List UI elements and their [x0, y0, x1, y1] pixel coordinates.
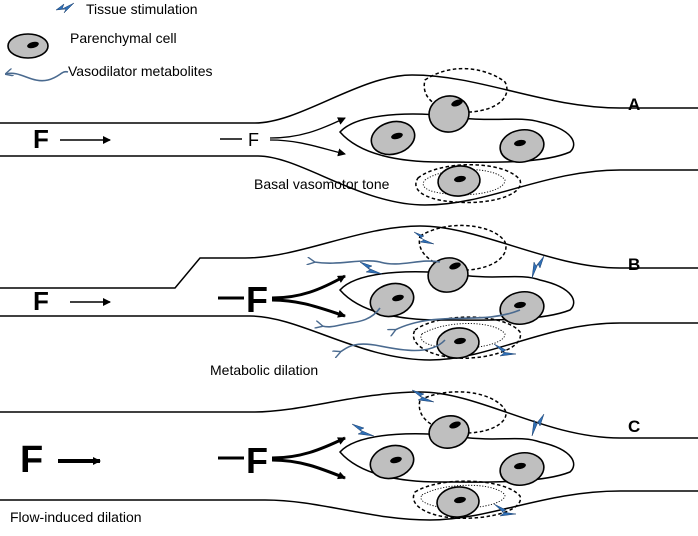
legend: Tissue stimulation Parenchymal cell Vaso… [6, 1, 212, 82]
panel-letter: A [628, 95, 640, 114]
parenchymal-cell [437, 165, 481, 197]
tissue-stimulation-icon [413, 231, 435, 245]
flow-in-label: F [33, 124, 49, 154]
flow-branch-up [269, 117, 346, 139]
dotted-capillary-bottom [420, 484, 506, 509]
flow-branch-down [271, 298, 346, 318]
tissue-stimulation-icon [493, 503, 517, 517]
dashed-capillary-bottom [415, 164, 522, 204]
tissue-stimulation-icon [351, 423, 375, 437]
vessel-lower-wall [0, 155, 698, 206]
parenchymal-cell [436, 486, 480, 518]
panel-caption: Basal vasomotor tone [254, 176, 390, 192]
panel-caption: Flow-induced dilation [10, 509, 142, 525]
panel-b: F F B Metabolic dilation [0, 224, 698, 378]
flow-out-label: F [248, 130, 259, 150]
parenchymal-cell [369, 444, 415, 480]
panel-letter: B [628, 255, 640, 274]
parenchymal-cell [369, 282, 415, 318]
flow-branch-down [271, 458, 346, 480]
panel-c: F F C Flow-induced dilation [0, 389, 698, 525]
dashed-capillary-bottom [412, 480, 522, 519]
parenchymal-cell [370, 120, 416, 156]
legend-parenchymal-cell: Parenchymal cell [70, 30, 177, 46]
vessel-lower-wall [0, 315, 698, 361]
vasodilator-metabolite-path [340, 339, 446, 352]
vessel-upper-wall [0, 391, 698, 439]
legend-tissue-stimulation: Tissue stimulation [86, 1, 198, 17]
vessel-upper-wall [0, 74, 698, 124]
dashed-capillary-bottom [412, 316, 522, 359]
panel-caption: Metabolic dilation [210, 362, 318, 378]
parenchymal-cell [499, 290, 545, 326]
tissue-stimulation-icon [493, 343, 517, 357]
parenchymal-cell [499, 451, 545, 487]
vessel-upper-wall [0, 225, 698, 289]
tissue-stimulation-icon [411, 389, 435, 403]
parenchymal-cell-icon [7, 33, 49, 59]
flow-in-label: F [33, 286, 49, 316]
vasodilator-metabolite-path [322, 307, 381, 327]
parenchymal-cell [428, 415, 470, 449]
flow-branch-up [271, 274, 346, 300]
parenchymal-cell [427, 257, 469, 293]
legend-vasodilator-metabolites: Vasodilator metabolites [68, 63, 212, 79]
parenchymal-cell [499, 128, 545, 164]
dotted-capillary-bottom [420, 323, 506, 349]
panel-letter: C [628, 417, 640, 436]
parenchymal-cell [436, 327, 480, 359]
tissue-stimulation-icon [531, 255, 545, 279]
tissue-stimulation-icon [359, 261, 383, 275]
flow-out-label: F [246, 440, 268, 481]
flow-out-label: F [246, 279, 268, 320]
vasodilator-metabolite-path [395, 309, 521, 330]
vasodilator-metabolite-path [314, 261, 441, 264]
tissue-stimulation-icon [531, 413, 545, 437]
parenchymal-cell [428, 95, 470, 133]
flow-in-label: F [20, 439, 43, 481]
tissue-stimulation-icon [55, 2, 75, 14]
vessel-lower-wall [0, 490, 698, 521]
flow-branch-down [269, 139, 346, 157]
flow-branch-up [271, 436, 346, 460]
vasodilator-metabolite-icon [6, 72, 69, 82]
panel-a: F F A Basal vasomotor tone [0, 67, 698, 206]
